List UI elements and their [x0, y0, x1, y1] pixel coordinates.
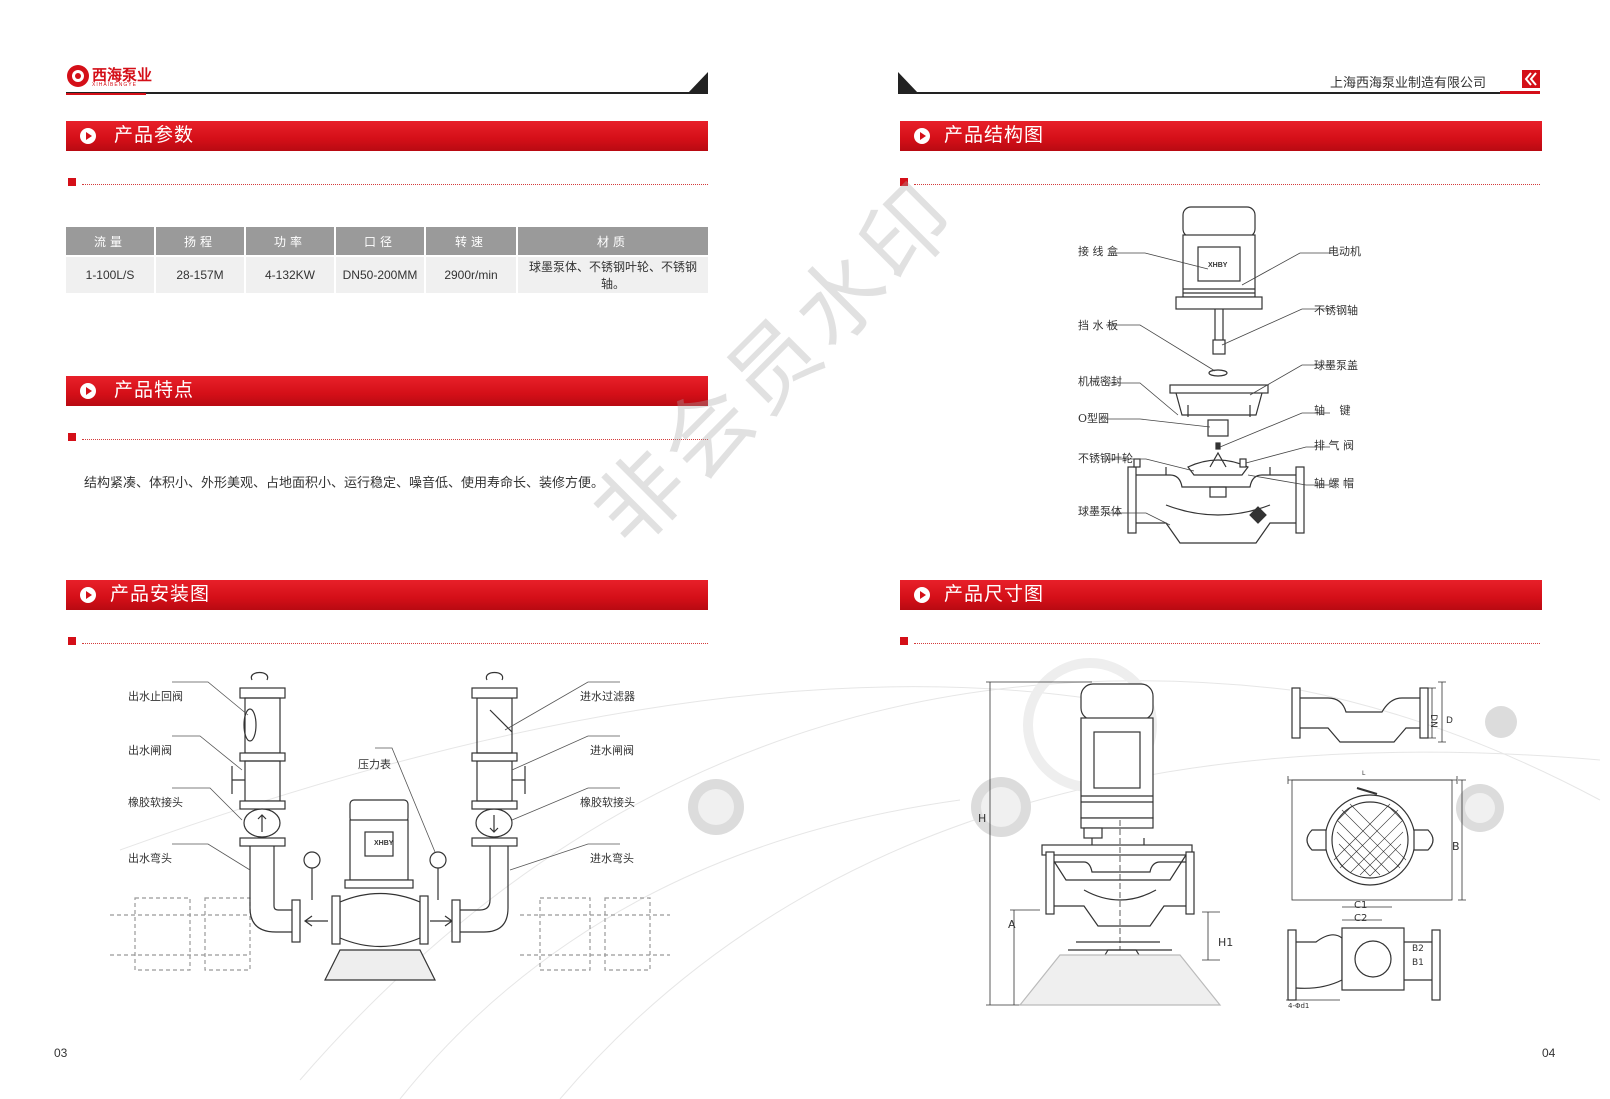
- banner-title: 产品尺寸图: [944, 584, 1045, 605]
- play-icon: [80, 128, 96, 144]
- dimension-diagram-views: [1286, 681, 1466, 1001]
- dotted-divider: [68, 433, 708, 443]
- brand-logo: 西海泵业 XIHAIBENGYE: [66, 62, 156, 92]
- label-junction-box: 接 线 盒: [1078, 245, 1118, 258]
- header-rule-left: [66, 92, 708, 94]
- label-shaft: 不锈钢轴: [1314, 304, 1358, 317]
- dotted-divider: [68, 637, 708, 647]
- table-header-row: 流量 扬程 功率 口径 转速 材质: [66, 227, 708, 256]
- cell-flow: 1-100L/S: [66, 255, 156, 293]
- dotted-divider: [68, 178, 708, 188]
- label-water-plate: 挡 水 板: [1078, 319, 1118, 332]
- play-icon: [80, 383, 96, 399]
- dim-D: D: [1446, 716, 1453, 726]
- cell-material: 球墨泵体、不锈钢叶轮、不锈钢轴。: [517, 255, 708, 293]
- dimension-diagram-side: [986, 681, 1222, 1006]
- corner-triangle-left: [688, 72, 708, 93]
- dim-L: L: [1362, 770, 1366, 777]
- cell-power: 4-132KW: [245, 255, 336, 293]
- label-inlet-gate: 进水闸阀: [590, 744, 634, 757]
- header-rule-right-accent: [1500, 91, 1540, 94]
- label-key: 轴 键: [1314, 404, 1351, 417]
- double-chevron-left-icon: [1522, 70, 1540, 88]
- play-icon: [914, 128, 930, 144]
- label-impeller: 不锈钢叶轮: [1078, 452, 1133, 465]
- logo-mark-icon: [67, 65, 89, 87]
- label-rubber-joint-right: 橡胶软接头: [580, 796, 635, 809]
- label-motor: 电动机: [1328, 245, 1361, 258]
- dotted-divider: [900, 178, 1540, 188]
- banner-title: 产品参数: [114, 125, 195, 146]
- play-icon: [914, 587, 930, 603]
- structure-diagram: [1106, 206, 1332, 544]
- banner-title: 产品安装图: [110, 584, 211, 605]
- table-row: 1-100L/S 28-157M 4-132KW DN50-200MM 2900…: [66, 255, 708, 293]
- dotted-divider: [900, 637, 1540, 647]
- banner-params: 产品参数: [66, 121, 708, 151]
- brand-sub: XIHAIBENGYE: [92, 82, 137, 88]
- dim-DN: DN: [1427, 714, 1438, 728]
- play-icon: [80, 587, 96, 603]
- pump-plate-structure: XHBY: [1208, 262, 1228, 269]
- label-inlet-elbow: 进水弯头: [590, 852, 634, 865]
- label-body: 球墨泵体: [1078, 505, 1122, 518]
- header-rule-left-accent: [66, 93, 146, 95]
- col-header: 材质: [517, 227, 708, 256]
- banner-install: 产品安装图: [66, 580, 708, 610]
- cell-head: 28-157M: [155, 255, 246, 293]
- banner-structure: 产品结构图: [900, 121, 1542, 151]
- dim-holes: 4-Φd1: [1288, 1002, 1310, 1010]
- install-diagram: [110, 671, 670, 981]
- brand-name: 西海泵业: [92, 67, 153, 84]
- dim-C2: C2: [1354, 913, 1368, 924]
- col-header: 流量: [66, 227, 156, 256]
- col-header: 功率: [245, 227, 336, 256]
- params-table: 流量 扬程 功率 口径 转速 材质 1-100L/S 28-157M 4-132…: [66, 227, 708, 293]
- dim-H1: H1: [1218, 936, 1234, 949]
- label-pump-cover: 球墨泵盖: [1314, 359, 1358, 372]
- page-number-left: 03: [54, 1046, 68, 1060]
- dim-C1: C1: [1354, 900, 1368, 911]
- cell-speed: 2900r/min: [425, 255, 518, 293]
- label-rubber-joint-left: 橡胶软接头: [128, 796, 183, 809]
- dim-B2: B2: [1412, 944, 1424, 954]
- pump-plate-left: XHBY: [374, 840, 394, 847]
- label-vent: 排 气 阀: [1314, 439, 1354, 452]
- label-outlet-check: 出水止回阀: [128, 690, 183, 703]
- label-inlet-filter: 进水过滤器: [580, 690, 635, 703]
- label-outlet-gate: 出水闸阀: [128, 744, 172, 757]
- banner-title: 产品特点: [114, 380, 195, 401]
- page-number-right: 04: [1542, 1046, 1556, 1060]
- cell-diameter: DN50-200MM: [335, 255, 426, 293]
- label-outlet-elbow: 出水弯头: [128, 852, 172, 865]
- label-oring: O型圈: [1078, 412, 1110, 425]
- label-seal: 机械密封: [1078, 375, 1122, 388]
- features-text: 结构紧凑、体积小、外形美观、占地面积小、运行稳定、噪音低、使用寿命长、装修方便。: [84, 475, 605, 490]
- header-rule-right: [898, 92, 1540, 94]
- banner-title: 产品结构图: [944, 125, 1045, 146]
- dim-B: B: [1452, 840, 1460, 853]
- col-header: 扬程: [155, 227, 246, 256]
- dim-B1: B1: [1412, 958, 1424, 968]
- col-header: 转速: [425, 227, 518, 256]
- corner-triangle-right: [898, 72, 918, 93]
- dim-A: A: [1008, 918, 1016, 931]
- company-name: 上海西海泵业制造有限公司: [1330, 75, 1487, 90]
- banner-dimension: 产品尺寸图: [900, 580, 1542, 610]
- label-nut: 轴 螺 帽: [1314, 477, 1354, 490]
- col-header: 口径: [335, 227, 426, 256]
- label-gauge: 压力表: [358, 758, 391, 771]
- banner-features: 产品特点: [66, 376, 708, 406]
- dim-H: H: [978, 812, 987, 825]
